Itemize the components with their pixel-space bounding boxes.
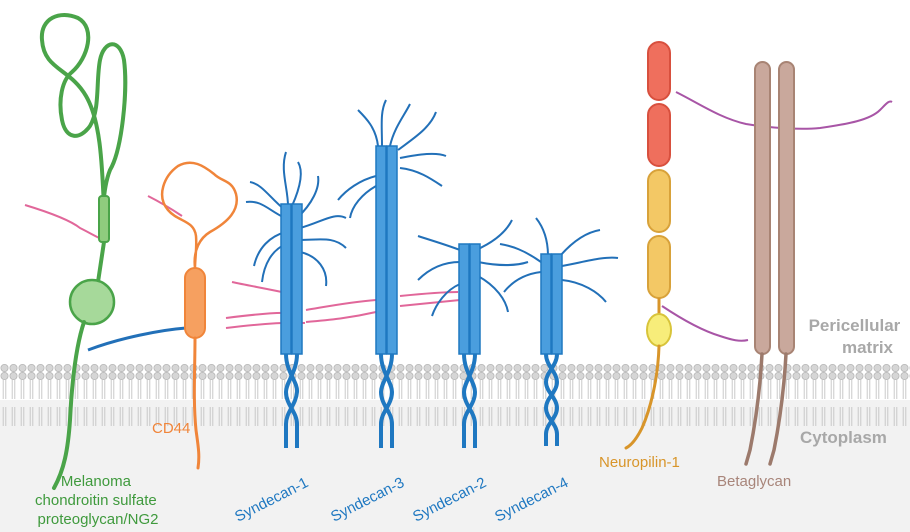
label-ng2-line-3: proteoglycan/NG2 (38, 511, 159, 528)
label-betaglycan: Betaglycan (717, 473, 791, 490)
s4-strand-left (541, 254, 551, 354)
s3-chain-6 (400, 168, 442, 186)
s3-chain-8 (350, 186, 376, 218)
s1-strand-left (281, 204, 291, 354)
s3-chain-7 (338, 176, 376, 200)
s4-chain-2 (504, 272, 541, 292)
bg-strand-right (779, 62, 794, 354)
np-domain-b2 (648, 236, 670, 298)
ng2-globular-domain (70, 280, 114, 324)
np-domain-c (647, 314, 671, 346)
ng2-loop-chain (42, 15, 125, 208)
membrane-bilayer (0, 364, 910, 426)
cs-chain-7 (400, 300, 460, 306)
s4-strand-right (552, 254, 562, 354)
s2-strand-right (470, 244, 480, 354)
cytoplasm-label: Cytoplasm (800, 428, 887, 447)
np-domain-a1 (648, 42, 670, 100)
cs-chain-5 (306, 312, 376, 322)
s3-chain-3 (390, 104, 410, 146)
s1-chain-6 (300, 216, 346, 228)
label-ng2-line-1: Melanoma (61, 473, 132, 490)
s2-chain-4 (478, 262, 528, 265)
ng2-domain-rod (99, 196, 109, 242)
ng2-chondroitin-chain (25, 205, 104, 240)
s3-chain-5 (400, 154, 446, 158)
cs-chain-4 (306, 300, 376, 310)
s4-chain-6 (562, 280, 606, 302)
ng2-heparan-chain (88, 328, 186, 350)
label-ng2-line-2: chondroitin sulfate (35, 492, 157, 509)
bg-strand-left (755, 62, 770, 354)
s1-chain-7 (298, 239, 346, 248)
s3-strand-left (376, 146, 386, 354)
cd44-domain-rod (185, 268, 205, 338)
pericellular-line-2: matrix (842, 338, 894, 357)
pericellular-line-1: Pericellular (809, 316, 901, 335)
chondroitin-chains-cluster (226, 282, 460, 328)
s3-chain-1 (358, 110, 378, 146)
s1-chain-1 (250, 182, 285, 210)
s3-chain-2 (382, 100, 386, 146)
s3-chain-4 (398, 112, 436, 150)
s1-chain-10 (300, 252, 326, 286)
label-neuropilin-1: Neuropilin-1 (599, 454, 680, 471)
s2-chain-2 (418, 262, 460, 280)
s1-chain-4 (292, 162, 301, 206)
s1-chain-3 (284, 152, 288, 206)
s2-chain-5 (478, 276, 508, 312)
s2-chain-1 (418, 236, 460, 250)
s4-chain-5 (562, 258, 618, 266)
label-cd44: CD44 (152, 420, 190, 437)
s4-chain-4 (560, 230, 600, 256)
s1-strand-right (292, 204, 302, 354)
s4-chain-3 (536, 218, 548, 256)
neuropilin-purple-chain (662, 306, 748, 341)
ng2-linker (98, 242, 104, 282)
np-domain-a2 (648, 104, 670, 166)
cd44-loop-chain (162, 163, 237, 268)
pericellular-label: Pericellular matrix (809, 316, 905, 357)
s2-strand-left (459, 244, 469, 354)
cs-chain-6 (400, 292, 458, 296)
np-domain-b1 (648, 170, 670, 232)
s3-strand-right (387, 146, 397, 354)
s4-chain-1 (500, 244, 541, 262)
